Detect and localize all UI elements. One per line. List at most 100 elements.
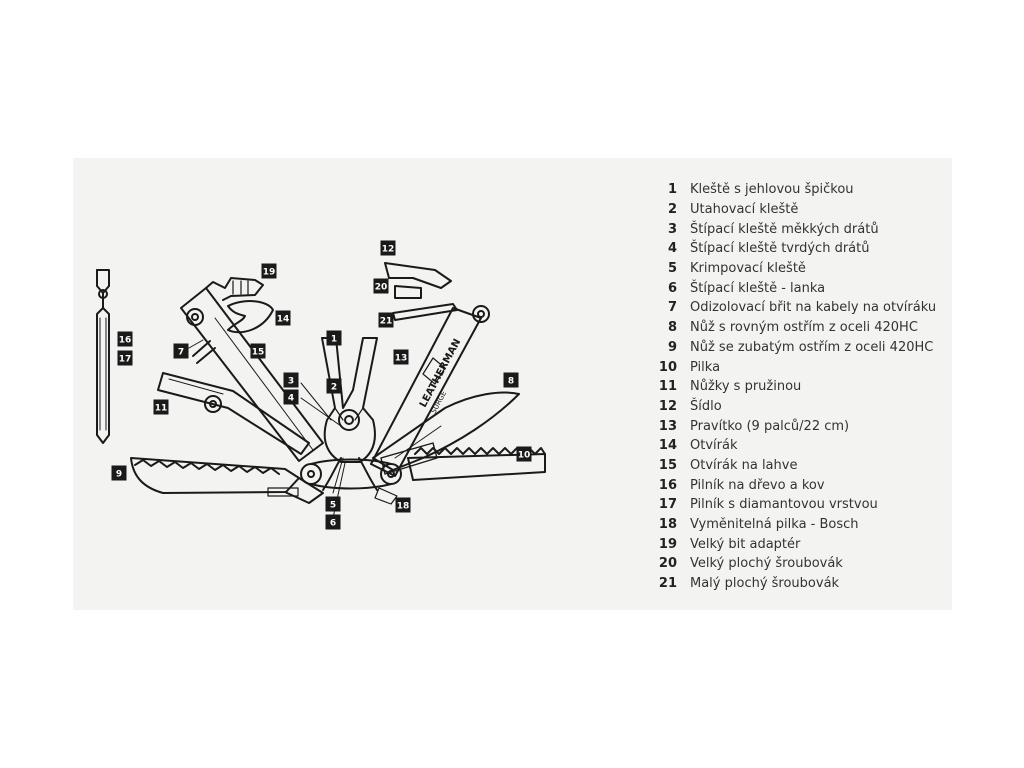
legend-number: 9 — [667, 339, 677, 355]
legend-number: 6 — [667, 280, 677, 296]
callout-badge-box — [283, 372, 299, 388]
callout-badge-box — [173, 343, 189, 359]
callout-badge-6: 6 — [325, 514, 341, 530]
callout-badge-box — [275, 310, 291, 326]
legend-number: 10 — [658, 359, 677, 375]
callout-badge-box — [325, 496, 341, 512]
serrated-knife — [130, 457, 324, 504]
legend-item: 4 Štípací kleště tvrdých drátů — [653, 239, 943, 259]
legend-item: 15 Otvírák na lahve — [653, 456, 943, 476]
callout-badge-21: 21 — [378, 312, 394, 328]
legend-number: 19 — [658, 536, 677, 552]
callout-badge-box — [117, 331, 133, 347]
legend-number: 4 — [667, 241, 677, 257]
legend-item: 1 Kleště s jehlovou špičkou — [653, 180, 943, 200]
file-tool — [96, 269, 110, 444]
callout-badge-box — [503, 372, 519, 388]
legend-number: 3 — [667, 221, 677, 237]
legend-number: 13 — [658, 418, 677, 434]
callout-badge-box — [516, 446, 532, 462]
legend-label: Velký plochý šroubovák — [690, 556, 843, 572]
legend-number: 14 — [658, 438, 677, 454]
legend-number: 15 — [658, 457, 677, 473]
callout-badge-box — [261, 263, 277, 279]
legend-number: 16 — [658, 477, 677, 493]
callout-badge-number: 21 — [380, 317, 393, 327]
left-handle — [180, 277, 324, 462]
callout-badge-box — [378, 312, 394, 328]
callout-badge-number: 9 — [116, 470, 122, 480]
legend-item: 5 Krimpovací kleště — [653, 259, 943, 279]
callout-badge-14: 14 — [275, 310, 291, 326]
legend-number: 21 — [658, 576, 677, 592]
callout-badge-20: 20 — [373, 278, 389, 294]
callout-badge-box — [325, 514, 341, 530]
callout-badge-18: 18 — [395, 497, 411, 513]
legend-label: Nůž s rovným ostřím z oceli 420HC — [690, 320, 918, 336]
callout-badge-number: 3 — [288, 377, 294, 387]
callout-badge-19: 19 — [261, 263, 277, 279]
callout-badge-box — [153, 399, 169, 415]
parts-legend: 1 Kleště s jehlovou špičkou 2 Utahovací kl… — [653, 180, 943, 593]
callout-badge-number: 16 — [119, 336, 132, 346]
right-handle — [370, 262, 490, 477]
legend-number: 5 — [667, 261, 677, 277]
callout-badge-5: 5 — [325, 496, 341, 512]
legend-label: Malý plochý šroubovák — [690, 576, 840, 592]
legend-item: 2 Utahovací kleště — [653, 200, 943, 220]
callout-badge-number: 14 — [277, 315, 290, 325]
legend-label: Krimpovací kleště — [690, 261, 806, 277]
multitool-illustration: LEATHERMAN SURGE 12345678910111213141516… — [96, 240, 546, 530]
legend-number: 8 — [667, 320, 677, 336]
legend-label: Otvírák — [690, 438, 738, 454]
legend-number: 7 — [667, 300, 677, 316]
legend-number: 20 — [658, 556, 677, 572]
callout-badge-11: 11 — [153, 399, 169, 415]
callout-badge-13: 13 — [393, 349, 409, 365]
callout-badge-number: 2 — [331, 383, 337, 393]
legend-item: 14 Otvírák — [653, 436, 943, 456]
callout-badge-10: 10 — [516, 446, 532, 462]
callout-badge-number: 20 — [375, 283, 388, 293]
legend-number: 2 — [667, 202, 677, 218]
scissors-tool — [157, 372, 310, 455]
callout-badge-number: 18 — [397, 502, 410, 512]
legend-item: 13 Pravítko (9 palců/22 cm) — [653, 416, 943, 436]
callout-badge-4: 4 — [283, 389, 299, 405]
legend-number: 11 — [658, 379, 677, 395]
legend-item: 7 Odizolovací břit na kabely na otvíráku — [653, 298, 943, 318]
callout-badge-box — [326, 330, 342, 346]
legend-item: 8 Nůž s rovným ostřím z oceli 420HC — [653, 318, 943, 338]
callout-badge-number: 19 — [263, 268, 276, 278]
bottom-pivot — [300, 458, 402, 505]
legend-label: Otvírák na lahve — [690, 457, 798, 473]
callout-badge-number: 6 — [330, 519, 336, 529]
legend-number: 12 — [658, 398, 677, 414]
legend-label: Kleště s jehlovou špičkou — [690, 182, 854, 198]
straight-knife — [372, 391, 520, 471]
callout-badge-1: 1 — [326, 330, 342, 346]
legend-label: Štípací kleště tvrdých drátů — [690, 241, 870, 257]
legend-label: Odizolovací břit na kabely na otvíráku — [690, 300, 937, 316]
callout-badge-number: 4 — [288, 394, 294, 404]
callout-badge-2: 2 — [326, 378, 342, 394]
callout-badge-box — [250, 343, 266, 359]
legend-number: 1 — [667, 182, 677, 198]
legend-label: Utahovací kleště — [690, 202, 799, 218]
callout-badge-number: 1 — [331, 335, 337, 345]
callout-badge-box — [393, 349, 409, 365]
callout-badge-box — [117, 350, 133, 366]
legend-label: Velký bit adaptér — [690, 536, 801, 552]
callout-badge-box — [283, 389, 299, 405]
callout-badge-9: 9 — [111, 465, 127, 481]
legend-label: Pilník s diamantovou vrstvou — [690, 497, 878, 513]
legend-label: Pravítko (9 palců/22 cm) — [690, 418, 850, 434]
